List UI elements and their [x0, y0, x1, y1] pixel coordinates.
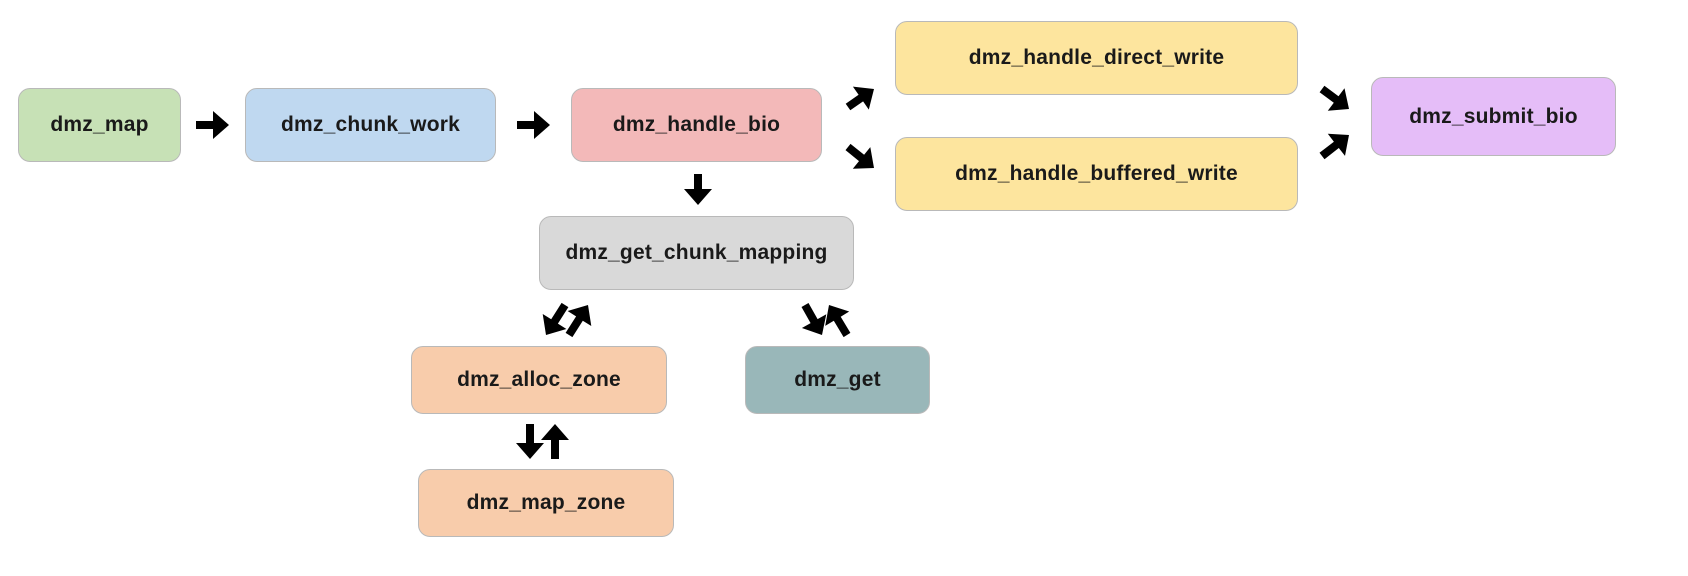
arrow-dmz-chunk-work-to-dmz-handle-bio — [517, 111, 550, 139]
arrow-dmz-handle-bio-to-dmz-get-chunk-mapping — [684, 174, 712, 205]
node-dmz-get: dmz_get — [745, 346, 930, 414]
arrow-dmz-alloc-zone-to-dmz-get-chunk-mapping — [565, 305, 592, 338]
node-dmz-map: dmz_map — [18, 88, 181, 162]
node-label: dmz_map — [50, 113, 149, 136]
node-dmz-handle-direct-write: dmz_handle_direct_write — [895, 21, 1298, 95]
node-label: dmz_get — [794, 368, 881, 391]
arrow-dmz-alloc-zone-to-dmz-map-zone — [516, 424, 544, 459]
arrow-dmz-map-zone-to-dmz-alloc-zone — [541, 424, 569, 459]
node-dmz-chunk-work: dmz_chunk_work — [245, 88, 496, 162]
node-dmz-get-chunk-mapping: dmz_get_chunk_mapping — [539, 216, 854, 290]
arrow-dmz-handle-bio-to-dmz-handle-direct-write — [845, 86, 874, 111]
node-dmz-handle-buffered-write: dmz_handle_buffered_write — [895, 137, 1298, 211]
node-label: dmz_handle_bio — [612, 113, 781, 136]
node-label: dmz_chunk_work — [280, 113, 460, 136]
node-label: dmz_map_zone — [466, 491, 626, 514]
node-dmz-map-zone: dmz_map_zone — [418, 469, 674, 537]
node-label: dmz_handle_buffered_write — [955, 162, 1238, 185]
arrow-dmz-map-to-dmz-chunk-work — [196, 111, 229, 139]
node-label: dmz_submit_bio — [1409, 104, 1578, 128]
node-dmz-handle-bio: dmz_handle_bio — [571, 88, 822, 162]
node-label: dmz_handle_direct_write — [968, 46, 1225, 69]
arrow-dmz-get-chunk-mapping-to-dmz-get — [801, 303, 827, 335]
node-dmz-submit-bio: dmz_submit_bio — [1371, 77, 1616, 156]
arrow-dmz-get-chunk-mapping-to-dmz-alloc-zone — [542, 302, 569, 335]
arrow-dmz-handle-direct-write-to-dmz-submit-bio — [1319, 85, 1349, 111]
arrow-dmz-handle-buffered-write-to-dmz-submit-bio — [1319, 133, 1349, 160]
arrow-dmz-handle-bio-to-dmz-handle-buffered-write — [845, 143, 874, 169]
node-dmz-alloc-zone: dmz_alloc_zone — [411, 346, 667, 414]
node-label: dmz_alloc_zone — [457, 368, 621, 391]
node-label: dmz_get_chunk_mapping — [565, 241, 828, 264]
arrow-dmz-get-to-dmz-get-chunk-mapping — [825, 305, 851, 338]
